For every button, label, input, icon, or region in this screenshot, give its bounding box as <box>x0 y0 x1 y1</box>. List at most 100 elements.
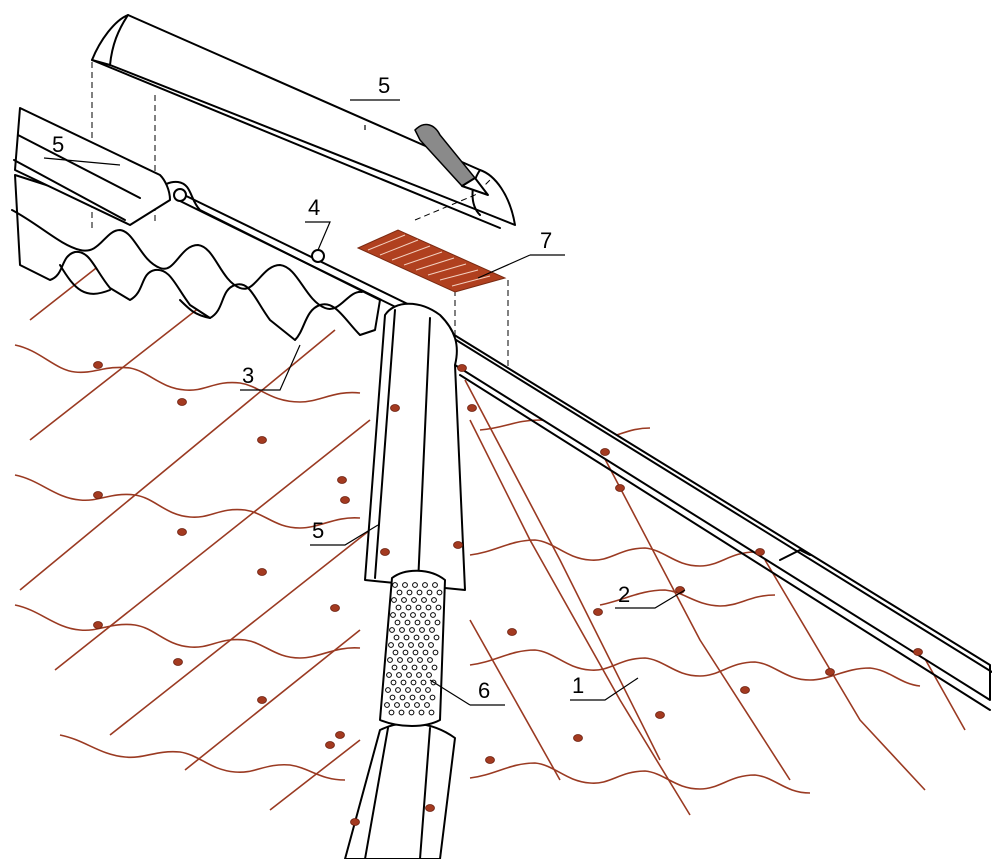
screw-icon <box>93 491 103 499</box>
perforation-hole <box>407 657 413 663</box>
screw-icon <box>740 686 750 694</box>
perforation-hole <box>424 702 430 708</box>
perforation-hole <box>429 694 436 701</box>
ridge-element-front <box>344 302 466 859</box>
screw-icon <box>913 648 923 656</box>
perforation-hole <box>411 597 417 603</box>
callout-5-front: 5 <box>312 518 324 543</box>
perforation-hole <box>402 649 409 656</box>
perforation-hole <box>436 589 443 596</box>
perforation-hole <box>405 604 412 611</box>
knife-icon <box>414 123 489 196</box>
screw-icon <box>655 711 665 719</box>
perforation-hole <box>426 589 433 596</box>
perforation-hole <box>422 649 429 656</box>
screw-icon <box>93 361 103 369</box>
perforation-hole <box>398 709 405 716</box>
cord-end-left <box>173 188 187 202</box>
screw-icon <box>755 548 765 556</box>
perforation-hole <box>395 687 401 693</box>
perforation-hole <box>425 604 432 611</box>
perforation-hole <box>414 702 420 708</box>
perforation-hole <box>406 672 412 678</box>
perforation-hole <box>419 694 426 701</box>
perforation-hole <box>414 619 421 626</box>
perforation-hole <box>390 679 397 686</box>
perforation-hole <box>424 619 431 626</box>
perforation-hole <box>425 687 431 693</box>
screw-icon <box>380 548 390 556</box>
screw-icon <box>257 568 267 576</box>
screw-icon <box>573 734 583 742</box>
perforation-hole <box>408 709 415 716</box>
perforation-hole <box>416 672 422 678</box>
perforation-hole <box>391 664 398 671</box>
perforation-hole <box>420 679 427 686</box>
perforation-hole <box>433 634 440 641</box>
perforation-hole <box>387 657 393 663</box>
screw-icon <box>335 731 345 739</box>
perforation-hole <box>399 694 406 701</box>
vent-mesh-icon <box>356 229 507 293</box>
perforation-hole <box>418 709 425 716</box>
corrugated-tile-profile <box>11 174 381 341</box>
perforation-hole <box>434 619 441 626</box>
perforation-hole <box>401 597 407 603</box>
perforation-hole <box>398 642 404 648</box>
perforation-hole <box>432 649 439 656</box>
perforation-hole <box>428 709 435 716</box>
perforation-hole <box>402 582 408 588</box>
perforation-hole <box>435 604 442 611</box>
perforation-hole <box>384 702 390 708</box>
tile-sheet-left <box>14 209 371 811</box>
perforation-hole <box>400 679 407 686</box>
perforation-hole <box>409 694 416 701</box>
callout-1: 1 <box>572 673 584 698</box>
screw-icon <box>467 404 477 412</box>
perforation-hole <box>401 664 408 671</box>
perforation-hole <box>410 612 416 618</box>
perforation-hole <box>411 664 418 671</box>
callout-labels: 5 5 4 7 3 5 2 6 1 <box>52 73 630 703</box>
perforation-hole <box>389 694 396 701</box>
leaders <box>43 99 686 706</box>
perforation-hole <box>419 627 425 633</box>
screw-icon <box>257 696 267 704</box>
perforation-hole <box>396 589 403 596</box>
perforation-hole <box>417 657 423 663</box>
perforation-hole <box>394 702 400 708</box>
perforation-hole <box>426 672 432 678</box>
callout-3: 3 <box>242 363 254 388</box>
perforation-hole <box>389 627 395 633</box>
perforation-hole <box>404 619 411 626</box>
perforation-hole <box>403 634 410 641</box>
screw-icon <box>337 476 347 484</box>
screw-icon <box>593 608 603 616</box>
screw-icon <box>600 448 610 456</box>
perforation-hole <box>394 619 401 626</box>
screw-icon <box>330 604 340 612</box>
perforation-hole <box>386 672 392 678</box>
screw-icon <box>173 658 183 666</box>
ridge-cord <box>173 188 421 319</box>
screw-icon <box>177 528 187 536</box>
perforation-hole <box>412 649 419 656</box>
ridge-element-slope <box>429 319 992 711</box>
perforation-hole <box>420 612 426 618</box>
perforation-hole <box>423 634 430 641</box>
screw-icon <box>485 756 495 764</box>
callout-4: 4 <box>308 195 320 220</box>
callout-5-left: 5 <box>52 132 64 157</box>
perforation-hole <box>418 642 424 648</box>
perforation-hole <box>400 612 406 618</box>
screw-icon <box>257 436 267 444</box>
perforation-hole <box>385 687 391 693</box>
screw-icon <box>615 484 625 492</box>
perforation-hole <box>404 702 410 708</box>
perforation-hole <box>422 582 428 588</box>
perforation-hole <box>415 604 422 611</box>
perforation-hole <box>405 687 411 693</box>
perforation-hole <box>406 589 413 596</box>
ridge-element-left <box>13 107 171 226</box>
perforation-hole <box>392 649 399 656</box>
